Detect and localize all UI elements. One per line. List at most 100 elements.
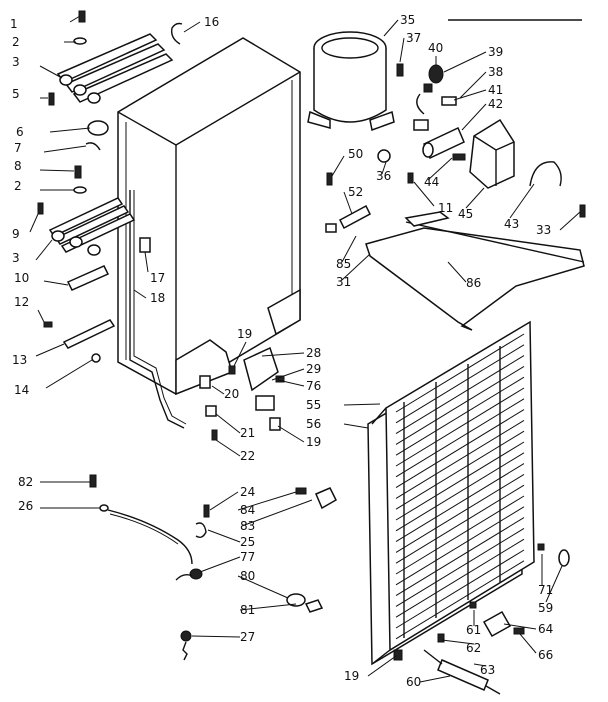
base-plate [365,211,585,331]
leader-line [133,289,147,299]
part-label-55: 55 [306,398,321,412]
condenser-tube [395,430,525,510]
part-label-18: 18 [150,291,165,305]
leader-line [545,565,563,603]
part-label-19: 19 [237,327,252,341]
part-label-6: 6 [16,125,24,139]
center-parts [199,346,285,441]
leader-line [69,15,81,23]
part-label-60: 60 [406,675,421,689]
condenser-tube [395,376,525,456]
part-label-3: 3 [12,55,20,69]
part-label-19: 19 [306,435,321,449]
part-label-29: 29 [306,362,321,376]
leader-line [39,169,75,172]
part-label-26: 26 [18,499,33,513]
leader-line [381,161,387,175]
part-label-71: 71 [538,583,553,597]
condenser-tube [395,538,525,618]
leader-line [427,157,453,181]
leader-line [443,51,487,73]
part-label-12: 12 [14,295,29,309]
part-label-33: 33 [536,223,551,237]
part-label-86: 86 [466,276,481,290]
part-label-52: 52 [348,185,363,199]
part-label-77: 77 [240,550,255,564]
leader-line [367,655,397,677]
leader-line [35,343,65,357]
lower-left-parts [89,474,337,661]
condenser-tube [395,419,525,499]
part-label-5: 5 [12,87,20,101]
part-label-11: 11 [438,201,453,215]
part-label-16: 16 [204,15,219,29]
condenser-tube [395,506,525,586]
leader-lines [29,15,581,683]
leader-line [519,633,537,654]
leader-line [277,379,305,387]
part-label-28: 28 [306,346,321,360]
leader-line [383,19,399,37]
part-label-37: 37 [406,31,421,45]
leader-line [144,251,149,273]
leader-line [343,423,369,429]
part-label-84: 84 [240,503,255,517]
compressor-group [307,31,586,267]
part-label-20: 20 [224,387,239,401]
leader-line [211,385,225,395]
leader-line [277,425,305,443]
part-label-27: 27 [240,630,255,644]
part-label-3: 3 [12,251,20,265]
part-label-80: 80 [240,569,255,583]
part-label-83: 83 [240,519,255,533]
leader-line [459,71,487,99]
leader-line [39,65,63,79]
part-label-14: 14 [14,383,29,397]
part-label-1: 1 [10,17,18,31]
part-label-76: 76 [306,379,321,393]
leader-line [509,183,535,219]
part-label-22: 22 [240,449,255,463]
part-label-66: 66 [538,648,553,662]
condenser-tube [395,463,525,543]
part-label-41: 41 [488,83,503,97]
leader-line [29,213,39,233]
part-label-2: 2 [14,179,22,193]
leader-line [331,155,345,177]
leader-line [343,403,381,406]
part-label-56: 56 [306,417,321,431]
condenser-tube [395,560,525,640]
part-label-35: 35 [400,13,415,27]
leader-line [35,239,53,261]
leader-line [191,635,241,638]
leader-line [419,675,451,683]
part-label-31: 31 [336,275,351,289]
leader-line [209,491,239,511]
part-label-21: 21 [240,426,255,440]
leader-line [271,368,305,381]
part-labels: 1235678293101213141617181928297620212219… [10,13,553,689]
condenser-tube [395,549,525,629]
condenser-tube [395,355,525,435]
part-label-42: 42 [488,97,503,111]
part-label-45: 45 [458,207,473,221]
part-label-82: 82 [18,475,33,489]
part-label-50: 50 [348,147,363,161]
leader-line [461,103,487,131]
part-label-38: 38 [488,65,503,79]
leader-line [237,575,289,599]
condenser-tube [395,517,525,597]
leader-line [241,499,313,527]
leader-line [37,309,45,323]
part-label-13: 13 [12,353,27,367]
leader-line [465,187,485,209]
leader-line [399,37,405,63]
part-label-7: 7 [14,141,22,155]
left-parts [37,10,183,363]
part-label-8: 8 [14,159,22,173]
leader-line [341,253,371,281]
part-label-2: 2 [12,35,20,49]
part-label-43: 43 [504,217,519,231]
part-label-9: 9 [12,227,20,241]
